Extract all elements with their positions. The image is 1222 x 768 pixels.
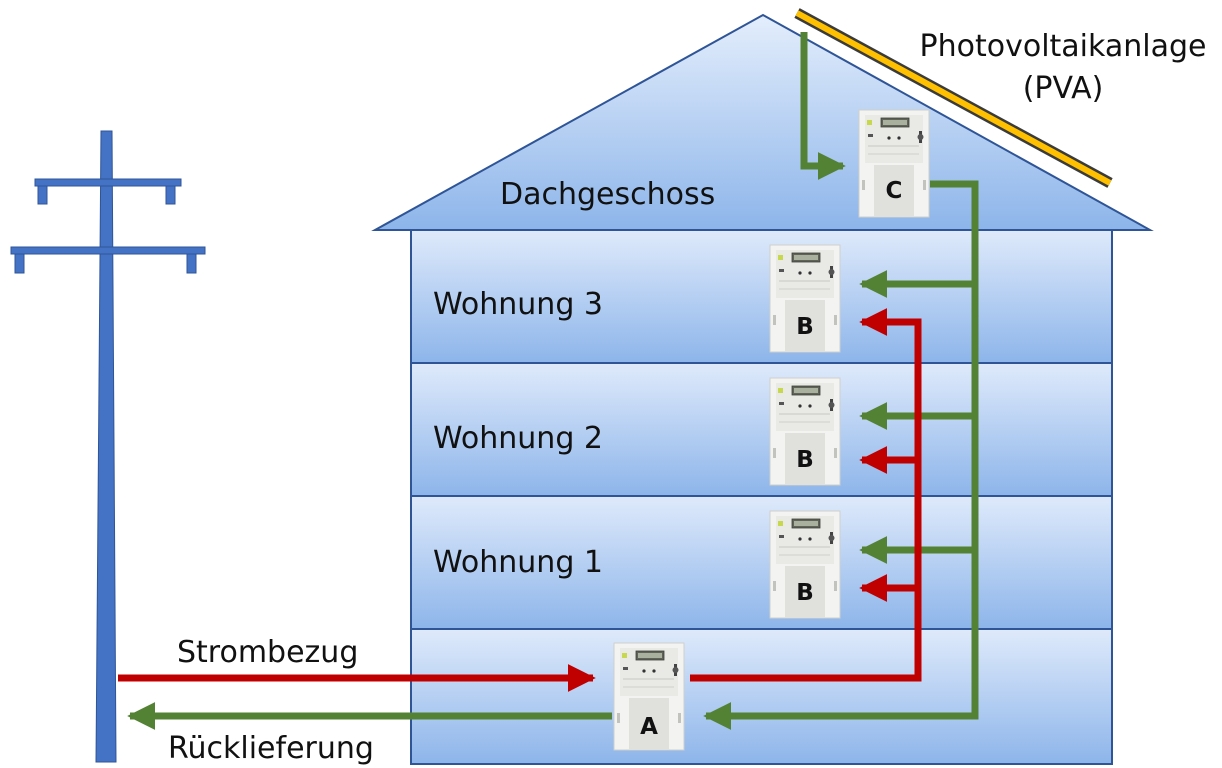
floor-apartment-3 — [410, 229, 1113, 364]
meter-a-main: A — [613, 642, 685, 751]
meter-c-label: C — [886, 178, 903, 204]
pv-label-line1: Photovoltaikanlage — [920, 29, 1207, 64]
meter-b-apartment-3: B — [769, 244, 841, 353]
attic-label: Dachgeschoss — [500, 177, 715, 212]
meter-a-label: A — [640, 714, 658, 740]
floor-apartment-2 — [410, 362, 1113, 497]
floor-apartment-1 — [410, 495, 1113, 630]
meter-c: C — [858, 109, 930, 218]
house — [371, 13, 1154, 765]
grid-supply-label: Strombezug — [177, 635, 358, 670]
meter-b-apartment-1: B — [769, 510, 841, 619]
meter-b-apartment-2: B — [769, 377, 841, 486]
apartment-3-label: Wohnung 3 — [433, 287, 603, 322]
meter-b1-label: B — [796, 580, 814, 606]
grid-feedin-label: Rücklieferung — [168, 731, 374, 766]
floor-ground — [410, 628, 1113, 765]
power-pole-icon — [10, 130, 206, 763]
apartment-2-label: Wohnung 2 — [433, 421, 603, 456]
meter-b3-label: B — [796, 314, 814, 340]
apartment-1-label: Wohnung 1 — [433, 545, 603, 580]
pv-label-line2: (PVA) — [1023, 71, 1104, 106]
consumption-flow-lines — [118, 308, 922, 692]
solar-panel-icon — [794, 8, 1113, 188]
meter-b2-label: B — [796, 447, 814, 473]
